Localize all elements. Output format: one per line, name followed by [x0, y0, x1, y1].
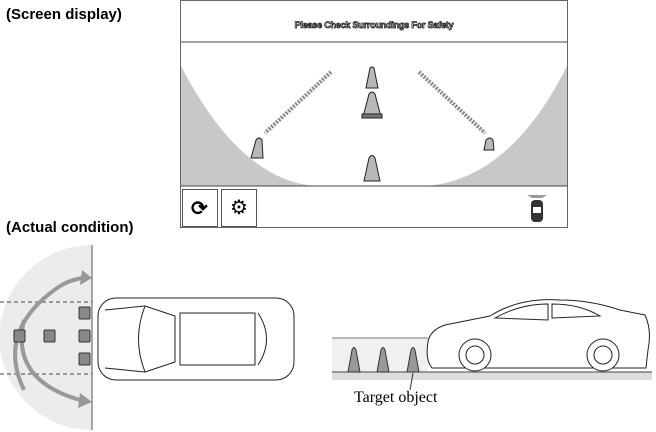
- view-switch-button[interactable]: ⟳: [182, 189, 218, 227]
- view-switch-icon: ⟳: [191, 198, 208, 220]
- car-front-view-icon: [527, 195, 547, 222]
- cone-side-icon: [347, 347, 420, 373]
- car-top-icon: [97, 297, 295, 381]
- top-view: [0, 245, 295, 430]
- settings-button[interactable]: ⚙: [221, 189, 257, 227]
- cone-top-icon: [13, 306, 91, 366]
- cone-icon: [250, 66, 495, 182]
- gear-icon: ⚙: [230, 197, 248, 219]
- heading-actual-condition: (Actual condition): [6, 219, 134, 236]
- screen-message: Please Check Surroundings For Safety: [294, 20, 454, 31]
- side-view: [332, 299, 652, 391]
- heading-screen-display: (Screen display): [6, 6, 122, 23]
- car-side-icon: [426, 299, 650, 372]
- target-object-label: Target object: [354, 389, 438, 406]
